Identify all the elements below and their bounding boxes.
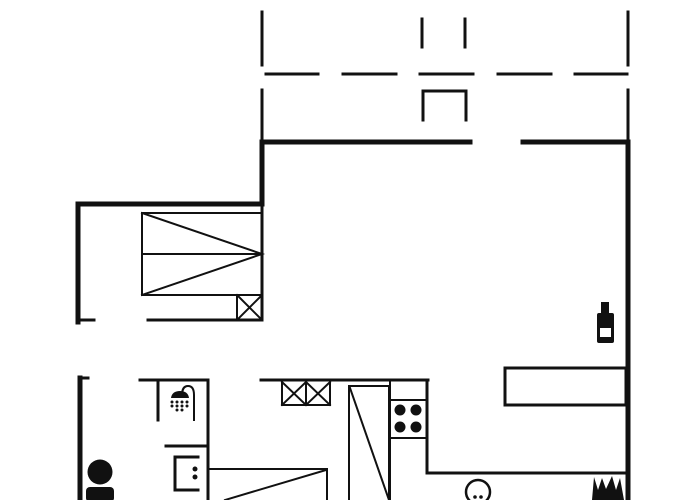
- bed-icon: [140, 211, 266, 297]
- bottle-icon: [597, 302, 614, 343]
- fireplace-icon: [592, 476, 624, 500]
- bed-icon: [207, 468, 328, 500]
- chair-icon: [421, 89, 468, 122]
- table-icon: [503, 366, 628, 407]
- sink-icon: [173, 455, 200, 492]
- toilet-icon: [86, 459, 114, 500]
- cabinet-icon: [280, 379, 332, 407]
- walls: [75, 139, 631, 500]
- inner-walls: [76, 202, 630, 500]
- lamp-icon: [464, 478, 492, 500]
- terrace: [260, 10, 630, 142]
- stove-icon: [394, 404, 422, 433]
- counter: [348, 379, 428, 500]
- shower-icon: [170, 384, 195, 421]
- wardrobe-icon: [235, 293, 264, 322]
